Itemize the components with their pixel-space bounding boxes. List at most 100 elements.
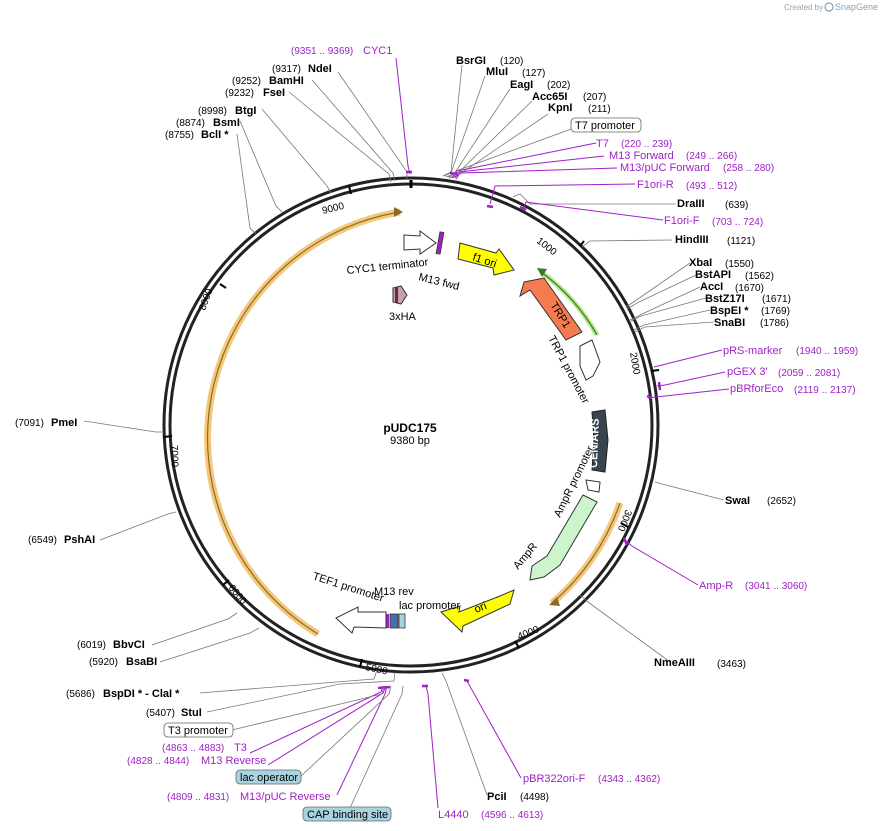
primer-label-pgex3[interactable]: pGEX 3': [727, 366, 768, 378]
primer-label-l4440[interactable]: L4440: [438, 809, 469, 821]
tick-mark-9000: [348, 185, 352, 195]
ampr-feature[interactable]: [529, 494, 598, 581]
primer-label-m13-forward[interactable]: M13 Forward: [609, 150, 674, 162]
primer-label-prs-marker[interactable]: pRS-marker: [723, 345, 783, 357]
enzyme-pos-swai: (2652): [767, 496, 796, 507]
tick-mark-8000: [219, 283, 227, 289]
enzyme-pos-bspei: (1769): [761, 306, 790, 317]
primer-label-m13-puc-forward[interactable]: M13/pUC Forward: [620, 162, 710, 174]
tick-label-6000: 6000: [226, 583, 249, 607]
primer-label-pbrforeco[interactable]: pBRforEco: [730, 383, 783, 395]
cen-ars-label: CEN/ARS: [588, 418, 602, 468]
ha-tag-label: 3xHA: [389, 311, 417, 323]
primer-label-m13-puc-reverse[interactable]: M13/pUC Reverse: [240, 791, 330, 803]
enzyme-pos-bspdi: (5686): [66, 689, 95, 700]
primer-label-cyc1[interactable]: CYC1: [363, 45, 392, 57]
enzyme-pos-pmei: (7091): [15, 418, 44, 429]
enzyme-label-bstapi[interactable]: BstAPI: [695, 269, 731, 281]
primer-labels: (9351 .. 9369) CYC1 T7 (220 .. 239) M13 …: [127, 45, 858, 821]
primer-label-f1ori-f[interactable]: F1ori-F: [664, 215, 700, 227]
enzyme-label-fsei[interactable]: FseI: [263, 87, 285, 99]
trp1-promoter-feature[interactable]: [579, 339, 601, 381]
tick-mark-7000: [163, 435, 173, 438]
snapgene-logo-icon: [824, 2, 834, 12]
enzyme-label-draiii[interactable]: DraIII: [677, 198, 705, 210]
enzyme-label-bsrgi[interactable]: BsrGI: [456, 55, 486, 67]
tick-label-2000: 2000: [627, 352, 642, 376]
enzyme-label-kpni[interactable]: KpnI: [548, 102, 572, 114]
primer-label-f1ori-r[interactable]: F1ori-R: [637, 179, 674, 191]
enzyme-pos-acci: (1670): [735, 283, 764, 294]
t7-promoter-label: T7 promoter: [575, 120, 635, 132]
enzyme-label-stui[interactable]: StuI: [181, 707, 202, 719]
enzyme-pos-bstz17i: (1671): [762, 294, 791, 305]
cap-binding-site-label: CAP binding site: [307, 809, 388, 821]
primer-pos-f1ori-r: (493 .. 512): [686, 181, 737, 192]
lac-operator-marker: [389, 613, 399, 629]
primer-label-m13-reverse[interactable]: M13 Reverse: [201, 755, 266, 767]
enzyme-label-nmeaiii[interactable]: NmeAIII: [654, 657, 695, 669]
enzyme-label-mlui[interactable]: MluI: [486, 66, 508, 78]
enzyme-pos-mlui: (127): [522, 68, 545, 79]
f1-ori-feature[interactable]: [457, 242, 515, 276]
enzyme-pos-eagi: (202): [547, 80, 570, 91]
cap-binding-site-box[interactable]: [302, 806, 392, 822]
orf-arc-right-arrowhead: [549, 597, 560, 606]
enzyme-label-ndei[interactable]: NdeI: [308, 63, 332, 75]
lac-operator-box[interactable]: [235, 769, 302, 785]
cyc1-terminator-feature[interactable]: [403, 230, 437, 255]
tick-mark-5000: [359, 658, 363, 668]
primer-label-pbr322ori-f[interactable]: pBR322ori-F: [523, 773, 586, 785]
enzyme-label-hindiii[interactable]: HindIII: [675, 234, 709, 246]
enzyme-label-pshai[interactable]: PshAI: [64, 534, 95, 546]
enzyme-label-bsmi[interactable]: BsmI: [213, 117, 240, 129]
enzyme-label-bsabi[interactable]: BsaBI: [126, 656, 157, 668]
orf-arc-left-line: [206, 211, 401, 635]
primer-label-t3[interactable]: T3: [234, 742, 247, 754]
tick-label-1000: 1000: [534, 236, 559, 259]
enzyme-pos-bsrgi: (120): [500, 56, 523, 67]
enzyme-label-bspdi-clai[interactable]: BspDI * - ClaI *: [103, 688, 180, 700]
enzyme-pos-bbvci: (6019): [77, 640, 106, 651]
primer-label-amp-r[interactable]: Amp-R: [699, 580, 733, 592]
ori-feature[interactable]: [440, 589, 515, 634]
enzyme-pos-draiii: (639): [725, 200, 748, 211]
primer-pos-t7: (220 .. 239): [621, 139, 672, 150]
enzyme-label-bamhi[interactable]: BamHI: [269, 75, 304, 87]
tick-label-4000: 4000: [516, 624, 541, 643]
enzyme-label-swai[interactable]: SwaI: [725, 495, 750, 507]
enzyme-pos-pcii: (4498): [520, 792, 549, 803]
enzyme-label-bspei[interactable]: BspEI *: [710, 305, 749, 317]
tef1-promoter-feature[interactable]: [335, 606, 387, 634]
m13-rev-label: M13 rev: [374, 586, 414, 598]
enzyme-label-snabi[interactable]: SnaBI: [714, 317, 745, 329]
trp1-feature[interactable]: [519, 277, 583, 341]
enzyme-label-btgi[interactable]: BtgI: [235, 105, 256, 117]
enzyme-label-pmei[interactable]: PmeI: [51, 417, 77, 429]
t3-promoter-box[interactable]: [163, 722, 234, 738]
tick-label-8000: 8000: [197, 287, 215, 312]
enzyme-label-acc65i[interactable]: Acc65I: [532, 91, 567, 103]
tick-label-9000: 9000: [321, 201, 346, 217]
features: f1 ori TRP1 TRP1 promoter CEN/ARS AmpR p…: [311, 230, 609, 634]
ampr-promoter-feature[interactable]: [585, 479, 601, 493]
enzyme-label-bbvci[interactable]: BbvCI: [113, 639, 145, 651]
orf-arc-left-arrowhead: [394, 207, 403, 217]
enzyme-label-bstz17i[interactable]: BstZ17I: [705, 293, 745, 305]
enzyme-pos-kpni: (211): [588, 104, 611, 115]
enzyme-label-bcli[interactable]: BclI *: [201, 129, 229, 141]
primer-label-t7[interactable]: T7: [596, 138, 609, 150]
enzyme-label-xbai[interactable]: XbaI: [689, 257, 712, 269]
t7-promoter-box[interactable]: [570, 117, 642, 133]
m13-fwd-label: M13 fwd: [417, 271, 460, 293]
enzyme-label-eagi[interactable]: EagI: [510, 79, 533, 91]
enzyme-label-pcii[interactable]: PciI: [487, 791, 507, 803]
enzyme-pos-hindiii: (1121): [727, 236, 755, 247]
enzyme-label-acci[interactable]: AccI: [700, 281, 723, 293]
enzyme-pos-btgi: (8998): [198, 106, 227, 117]
enzyme-pos-bamhi: (9252): [232, 76, 261, 87]
cen-ars-feature[interactable]: [591, 409, 609, 473]
enzyme-pos-pshai: (6549): [28, 535, 57, 546]
orf-arcs: [204, 207, 624, 637]
primer-pos-m13-forward: (249 .. 266): [686, 151, 737, 162]
